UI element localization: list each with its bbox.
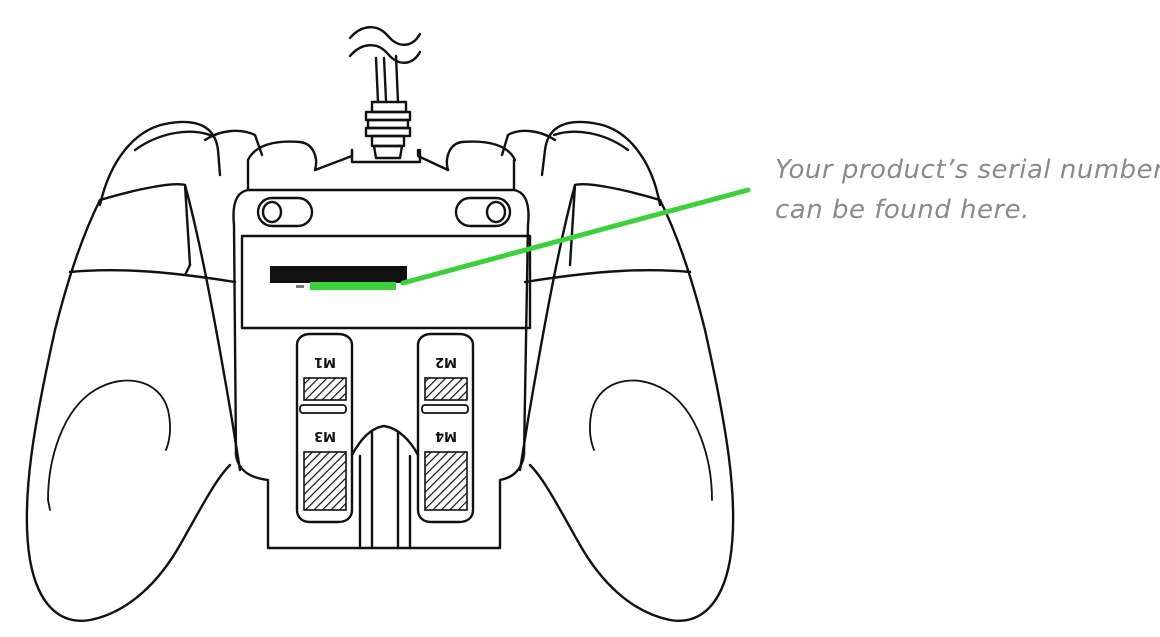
center-stand (350, 424, 420, 550)
serial-label-area (240, 234, 532, 330)
callout-line-1: Your product’s serial number (775, 155, 1160, 185)
usb-port (350, 148, 422, 164)
left-profile-switch (256, 196, 314, 228)
m4-button-label: M4 (435, 428, 457, 443)
serial-callout: Your product’s serial number can be foun… (775, 150, 1160, 230)
m1-button-label: M1 (314, 354, 336, 369)
left-grip (25, 183, 242, 622)
serial-number-label (270, 266, 407, 283)
m3-button-label: M3 (314, 428, 336, 443)
right-paddle-buttons: M2 M4 (416, 332, 475, 524)
right-profile-switch (454, 196, 512, 228)
back-panel (232, 158, 530, 550)
cable-break-icon (348, 26, 422, 64)
serial-leader-line (310, 187, 751, 290)
right-grip (518, 183, 735, 622)
right-shoulder-buttons (416, 120, 662, 207)
usb-cable (364, 54, 412, 160)
left-shoulder-buttons (98, 120, 354, 207)
left-paddle-buttons: M1 M3 (295, 332, 354, 524)
m2-button-label: M2 (435, 354, 457, 369)
callout-line-2: can be found here. (775, 195, 1030, 225)
